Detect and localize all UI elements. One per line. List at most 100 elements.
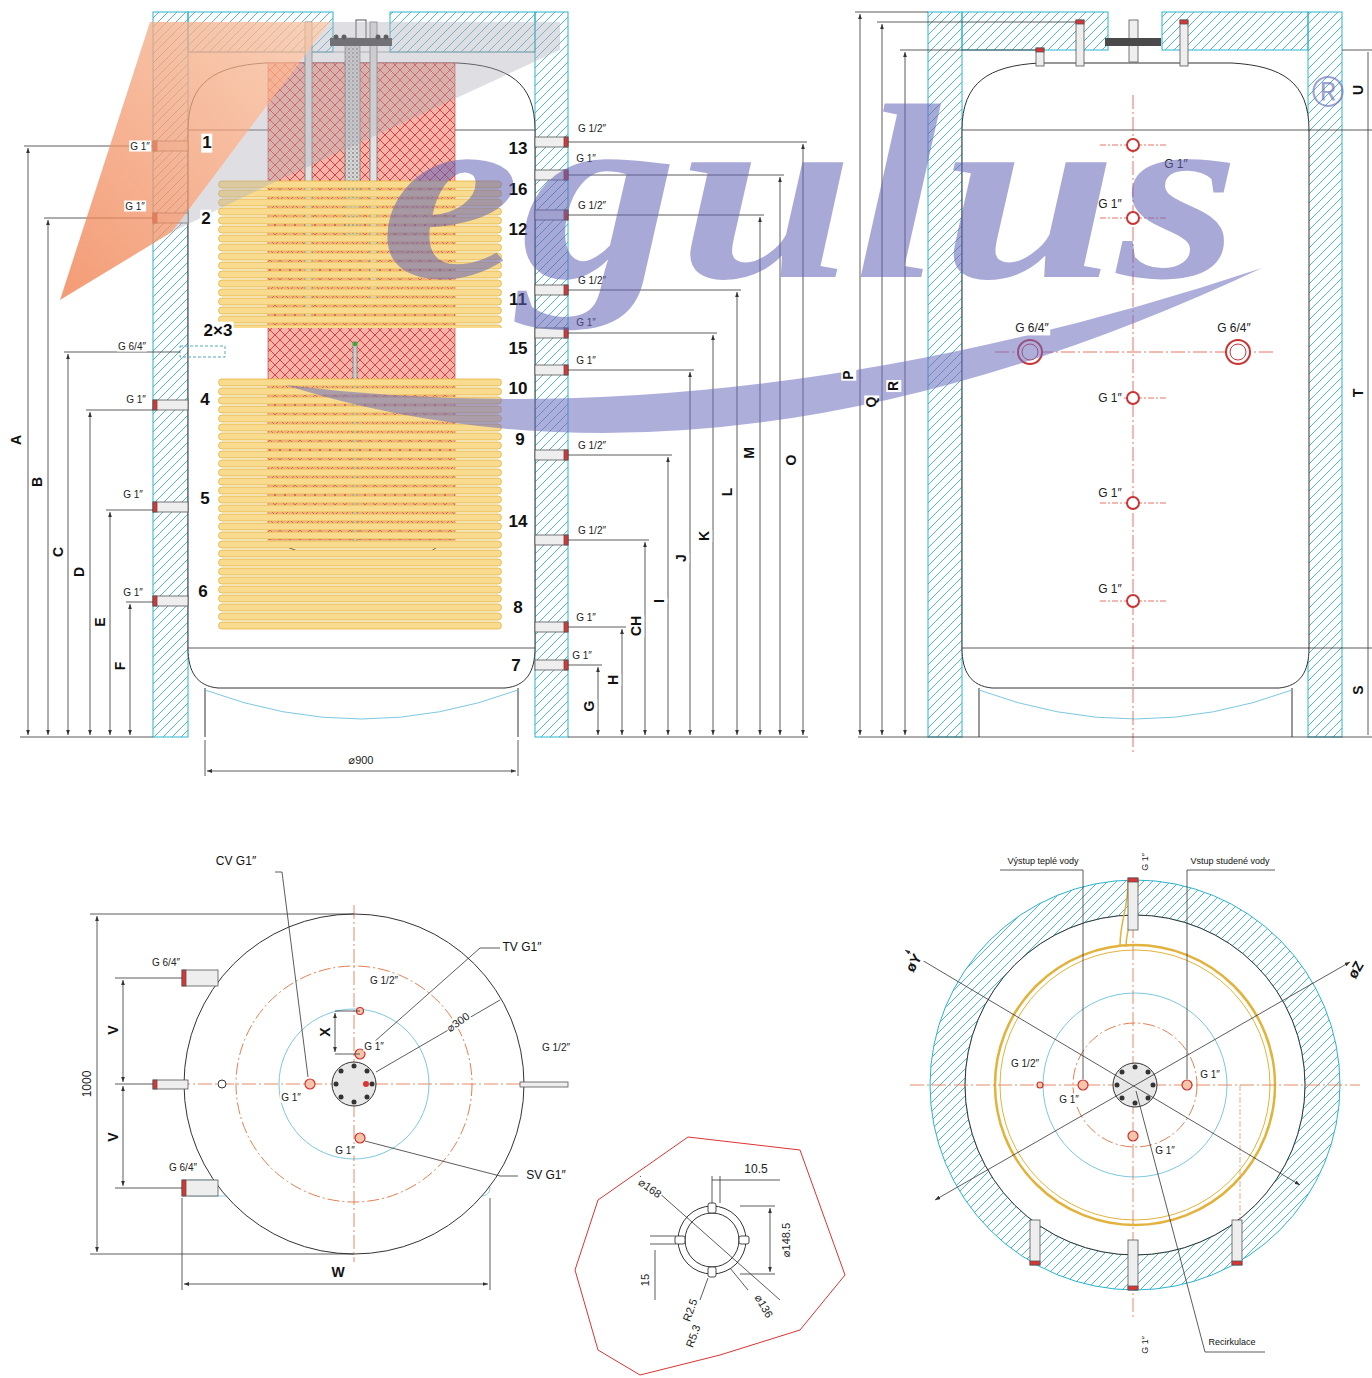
logo-swoosh	[60, 22, 1262, 433]
callout-number: 9	[514, 431, 525, 450]
port-size: G 6/4″	[117, 341, 147, 352]
port-size: G 1″	[122, 587, 144, 598]
cross-section-part-part	[1128, 878, 1138, 882]
plan-view-part-part	[90, 1254, 354, 1255]
note: CV G1″	[215, 855, 257, 868]
front-view-part-part	[1308, 130, 1372, 131]
front-view-part	[1036, 20, 1188, 66]
callout-number: 8	[512, 599, 523, 618]
plan-view-part	[153, 970, 568, 1196]
section-view-part-part	[64, 352, 180, 353]
port-size: G 1″	[1097, 392, 1123, 405]
section-view-part-part	[564, 535, 568, 545]
dimension-value: ⌀148.5	[780, 1222, 792, 1258]
flange-detail-part-part	[708, 1203, 716, 1213]
front-view-part-part	[858, 737, 1372, 738]
dimension-letter: I	[652, 598, 667, 604]
section-view-part-part	[90, 412, 91, 735]
front-view-part-part	[962, 12, 1108, 50]
dimension-letter: øZ	[1345, 958, 1368, 982]
note: TV G1″	[502, 941, 543, 954]
flange-detail-part	[575, 1137, 845, 1375]
cross-section	[905, 870, 1360, 1352]
section-view-part-part	[48, 220, 49, 735]
plan-view-part	[218, 1080, 226, 1088]
front-view-part-part	[1180, 20, 1188, 24]
section-view-part	[518, 688, 519, 737]
section-view-part-part	[564, 450, 568, 460]
section-view-part-part	[20, 737, 153, 738]
cross-section-part-part	[905, 950, 1300, 1185]
cross-section-part-part	[1030, 1261, 1040, 1265]
dimension-letter: L	[720, 487, 735, 498]
flange-detail	[575, 1137, 845, 1375]
port-size: G 1″	[334, 1145, 356, 1156]
port-size: G 1″	[280, 1092, 302, 1103]
plan-view-part-part	[153, 1080, 157, 1089]
plan-view-part-part	[182, 970, 186, 986]
section-view-part-part	[126, 602, 153, 603]
dimension-value: 10.5	[743, 1163, 768, 1176]
port-size: G 1″	[1199, 1069, 1221, 1080]
section-view-part-part	[205, 740, 206, 776]
dimension-letter: R	[886, 380, 901, 392]
section-view-part	[205, 688, 206, 737]
front-view-part-part	[1308, 648, 1372, 649]
dimension-letter: K	[697, 530, 712, 542]
cross-section-part-part	[1078, 1080, 1088, 1090]
dimension-letter: CH	[629, 615, 644, 637]
front-view-part-part	[962, 648, 1309, 649]
port-size: G 1″	[122, 489, 144, 500]
section-view-part-part	[153, 400, 188, 410]
port-size: G 1″	[575, 317, 597, 328]
flange-detail-part-part	[770, 1208, 771, 1272]
section-view-part-part	[110, 512, 111, 735]
flange-detail-part-part	[708, 1267, 716, 1277]
cross-section-part-part	[1128, 1286, 1138, 1290]
plan-view-part-part	[335, 1054, 360, 1055]
callout-number: 14	[508, 513, 529, 532]
port-size: G 1″	[1141, 852, 1151, 872]
plan-view-part-part	[520, 1082, 568, 1087]
note: Vstup studené vody	[1189, 857, 1270, 867]
dimension-letter: G	[582, 700, 597, 713]
plan-view-part	[332, 1062, 376, 1106]
dimension-letter: J	[674, 553, 689, 563]
dimension-value: R5.3	[683, 1322, 703, 1350]
callout-number: 7	[510, 657, 521, 676]
cross-section-part	[1037, 1080, 1192, 1141]
plan-view-part-part	[335, 1011, 360, 1012]
cross-section-part	[1030, 878, 1242, 1290]
cross-section-part-part	[1128, 878, 1138, 930]
port-size: G 6/4″	[168, 1162, 198, 1173]
cross-section-part-part	[1133, 1101, 1138, 1106]
port-size: G 1″	[1058, 1094, 1080, 1105]
front-view-part-part	[1342, 50, 1372, 51]
section-view-part-part	[153, 502, 157, 512]
section-view-part-part	[568, 540, 649, 541]
plan-view-part-part	[334, 1082, 339, 1087]
front-view-part-part	[979, 690, 1292, 719]
dimension-letter: A	[9, 434, 24, 446]
plan-view-part-part	[90, 914, 354, 915]
section-view-part-part	[68, 354, 69, 735]
section-view-part-part	[535, 622, 568, 632]
dimension-value: R2.5	[680, 1296, 700, 1324]
front-view-part	[1105, 38, 1161, 46]
plan-view-part-part	[365, 1095, 370, 1100]
cross-section-part-part	[1136, 1091, 1265, 1352]
note: Výstup teplé vody	[1006, 857, 1079, 867]
port-size: G 1/2″	[577, 440, 607, 451]
note: SV G1″	[525, 1169, 567, 1182]
front-view-part-part	[1368, 52, 1369, 735]
plan-view-part-part	[115, 1084, 153, 1085]
dimension-letter: W	[330, 1265, 345, 1280]
section-view-part-part	[564, 622, 568, 632]
front-view-part-part	[1127, 392, 1139, 404]
port-size: G 1/2″	[369, 975, 399, 986]
dimension-letter: H	[606, 674, 621, 686]
port-size: G 1″	[1097, 487, 1123, 500]
plan-view-part-part	[115, 1188, 182, 1189]
plan-view-part-part	[490, 1198, 491, 1290]
